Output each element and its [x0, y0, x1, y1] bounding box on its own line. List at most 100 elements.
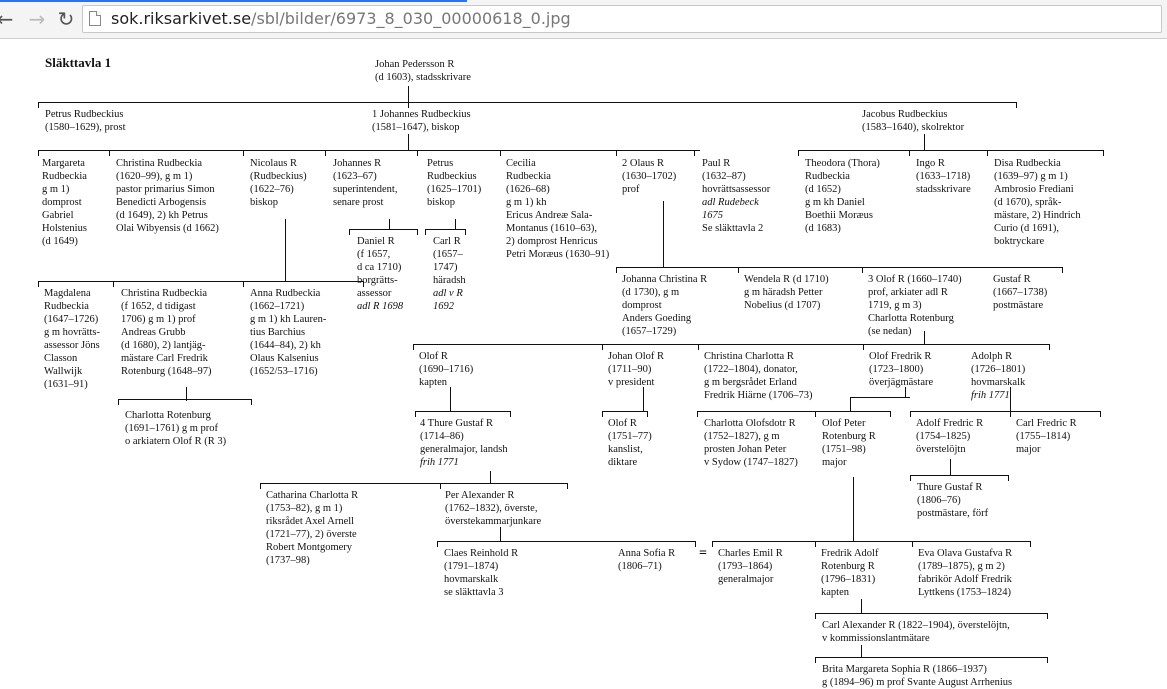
person-jacobus: Jacobus Rudbeckius(1583–1640), skolrekto… — [862, 108, 964, 134]
family-tree-image: Släkttavla 1 Johan Pedersson R(d 1603), … — [0, 39, 1167, 689]
person-christina-ch: Christina Charlotta R(1722–1804), donato… — [704, 350, 812, 402]
tree-connector-line — [118, 399, 119, 405]
url-host: sok.riksarkivet.se — [111, 9, 252, 28]
person-text-line: Johanna Christina R — [622, 274, 708, 285]
person-text-line: (1662–1721) — [250, 301, 305, 312]
tree-connector-line — [910, 411, 1100, 412]
person-text-line: (1751–77) — [608, 431, 652, 442]
person-text-line: Olof R — [608, 418, 637, 429]
person-text-line: (1622–76) — [250, 184, 294, 195]
person-text-line: kapten — [821, 587, 849, 598]
person-text-line: Thure Gustaf R — [917, 482, 983, 493]
person-text-line: Adolf Fredric R — [916, 418, 984, 429]
person-text-line: (1639–97) g m 1) — [994, 171, 1068, 182]
person-text-line: adl v R — [433, 288, 463, 299]
forward-arrow-icon[interactable]: → — [28, 7, 46, 31]
tree-connector-line — [950, 459, 951, 475]
tree-connector-line — [500, 527, 501, 541]
tree-connector-line — [1103, 150, 1104, 156]
person-text-line: Wallwijk — [44, 366, 83, 377]
person-text-line: Gabriel — [42, 210, 74, 221]
tree-connector-line — [425, 229, 465, 230]
person-text-line: (1755–1814) — [1016, 431, 1071, 442]
person-thure2: Thure Gustaf R(1806–76)postmästare, förf — [917, 481, 988, 520]
person-text-line: (d 1603), stadsskrivare — [375, 72, 471, 83]
person-text-line: Rotenburg R — [821, 561, 875, 572]
person-text-line: Rudbeckius — [427, 171, 477, 182]
person-petrus: Petrus Rudbeckius(1580–1629), prost — [45, 108, 126, 134]
person-daniel: Daniel R(f 1657,d ca 1710)borgrätts-asse… — [357, 235, 403, 313]
person-text-line: 1 Johannes Rudbeckius — [372, 109, 471, 120]
tree-connector-line — [1049, 344, 1050, 350]
address-bar[interactable]: sok.riksarkivet.se/sbl/bilder/6973_8_030… — [82, 5, 1162, 33]
person-text-line: Johan Olof R — [608, 351, 664, 362]
person-text-line: se släkttavla 3 — [444, 587, 504, 598]
tree-connector-line — [465, 229, 466, 235]
person-text-line: postmästare, förf — [917, 508, 989, 519]
person-text-line: biskop — [250, 197, 279, 208]
person-text-line: (1752–1827), g m — [704, 431, 780, 442]
tree-connector-line — [38, 281, 363, 282]
person-text-line: Petrus — [427, 158, 454, 169]
tree-connector-line — [38, 281, 39, 287]
tree-connector-line — [415, 411, 416, 417]
person-text-line: (1714–86) — [420, 431, 464, 442]
tree-connector-line — [243, 281, 244, 287]
person-text-line: (1626–68) — [506, 184, 550, 195]
person-text-line: Theodora (Thora) — [805, 158, 880, 169]
person-text-line: Rotenburg R — [822, 431, 876, 442]
person-text-line: g (1894–96) m prof Svante August Arrheni… — [822, 677, 1013, 688]
person-text-line: (1583–1640), skolrektor — [862, 122, 965, 133]
tree-connector-line — [861, 645, 862, 657]
person-text-line: mästare Carl Fredrik — [121, 353, 208, 364]
tree-connector-line — [408, 134, 409, 150]
url-text[interactable]: sok.riksarkivet.se/sbl/bilder/6973_8_030… — [111, 9, 571, 29]
tree-connector-line — [437, 541, 438, 547]
tree-connector-line — [417, 150, 418, 156]
person-text-line: frih 1771 — [971, 390, 1010, 401]
tree-connector-line — [815, 411, 816, 417]
tree-connector-line — [712, 541, 1030, 542]
person-text-line: superintendent, — [333, 184, 398, 195]
tree-connector-line — [853, 477, 854, 541]
reload-icon[interactable]: ↻ — [57, 7, 75, 31]
tree-connector-line — [850, 397, 851, 411]
person-text-line: (1691–1761) g m prof — [125, 423, 219, 434]
back-arrow-icon[interactable]: ← — [0, 7, 14, 31]
tree-connector-line — [186, 387, 187, 401]
person-text-line: Carl Alexander R (1822–1904), överstelöj… — [822, 620, 1010, 631]
person-text-line: (1633–1718) — [916, 171, 971, 182]
tree-connector-line — [38, 102, 1016, 103]
tree-connector-line — [1030, 541, 1031, 547]
person-text-line: (se nedan) — [868, 326, 912, 337]
person-text-line: biskop — [427, 197, 456, 208]
tree-connector-line — [260, 483, 261, 489]
person-brita: Brita Margareta Sophia R (1866–1937)g (1… — [822, 663, 1012, 689]
person-text-line: prof — [622, 184, 640, 195]
tree-connector-line — [455, 219, 456, 229]
person-christina1: Christina Rudbeckia(1620–99), g m 1)past… — [116, 157, 219, 235]
tree-connector-line — [567, 483, 568, 489]
tree-connector-line — [815, 541, 816, 547]
person-text-line: 2 Olaus R — [622, 158, 664, 169]
tree-connector-line — [695, 541, 696, 547]
person-text-line: adl R 1698 — [357, 301, 404, 312]
person-carl-alexander: Carl Alexander R (1822–1904), överstelöj… — [822, 619, 1010, 645]
tree-connector-line — [738, 267, 739, 273]
person-text-line: Ambrosio Frediani — [994, 184, 1074, 195]
tree-connector-line — [450, 387, 451, 411]
tree-connector-line — [440, 483, 441, 489]
person-text-line: Charlotta Rotenburg — [125, 410, 211, 421]
person-text-line: Disa Rudbeckia — [994, 158, 1061, 169]
person-text-line: Se släkttavla 2 — [702, 223, 764, 234]
tree-connector-line — [417, 229, 418, 235]
tree-connector-line — [349, 229, 417, 230]
tree-connector-line — [890, 411, 891, 417]
person-text-line: Benedicti Arbogensis — [116, 197, 207, 208]
person-text-line: hovmarskalk — [971, 377, 1026, 388]
